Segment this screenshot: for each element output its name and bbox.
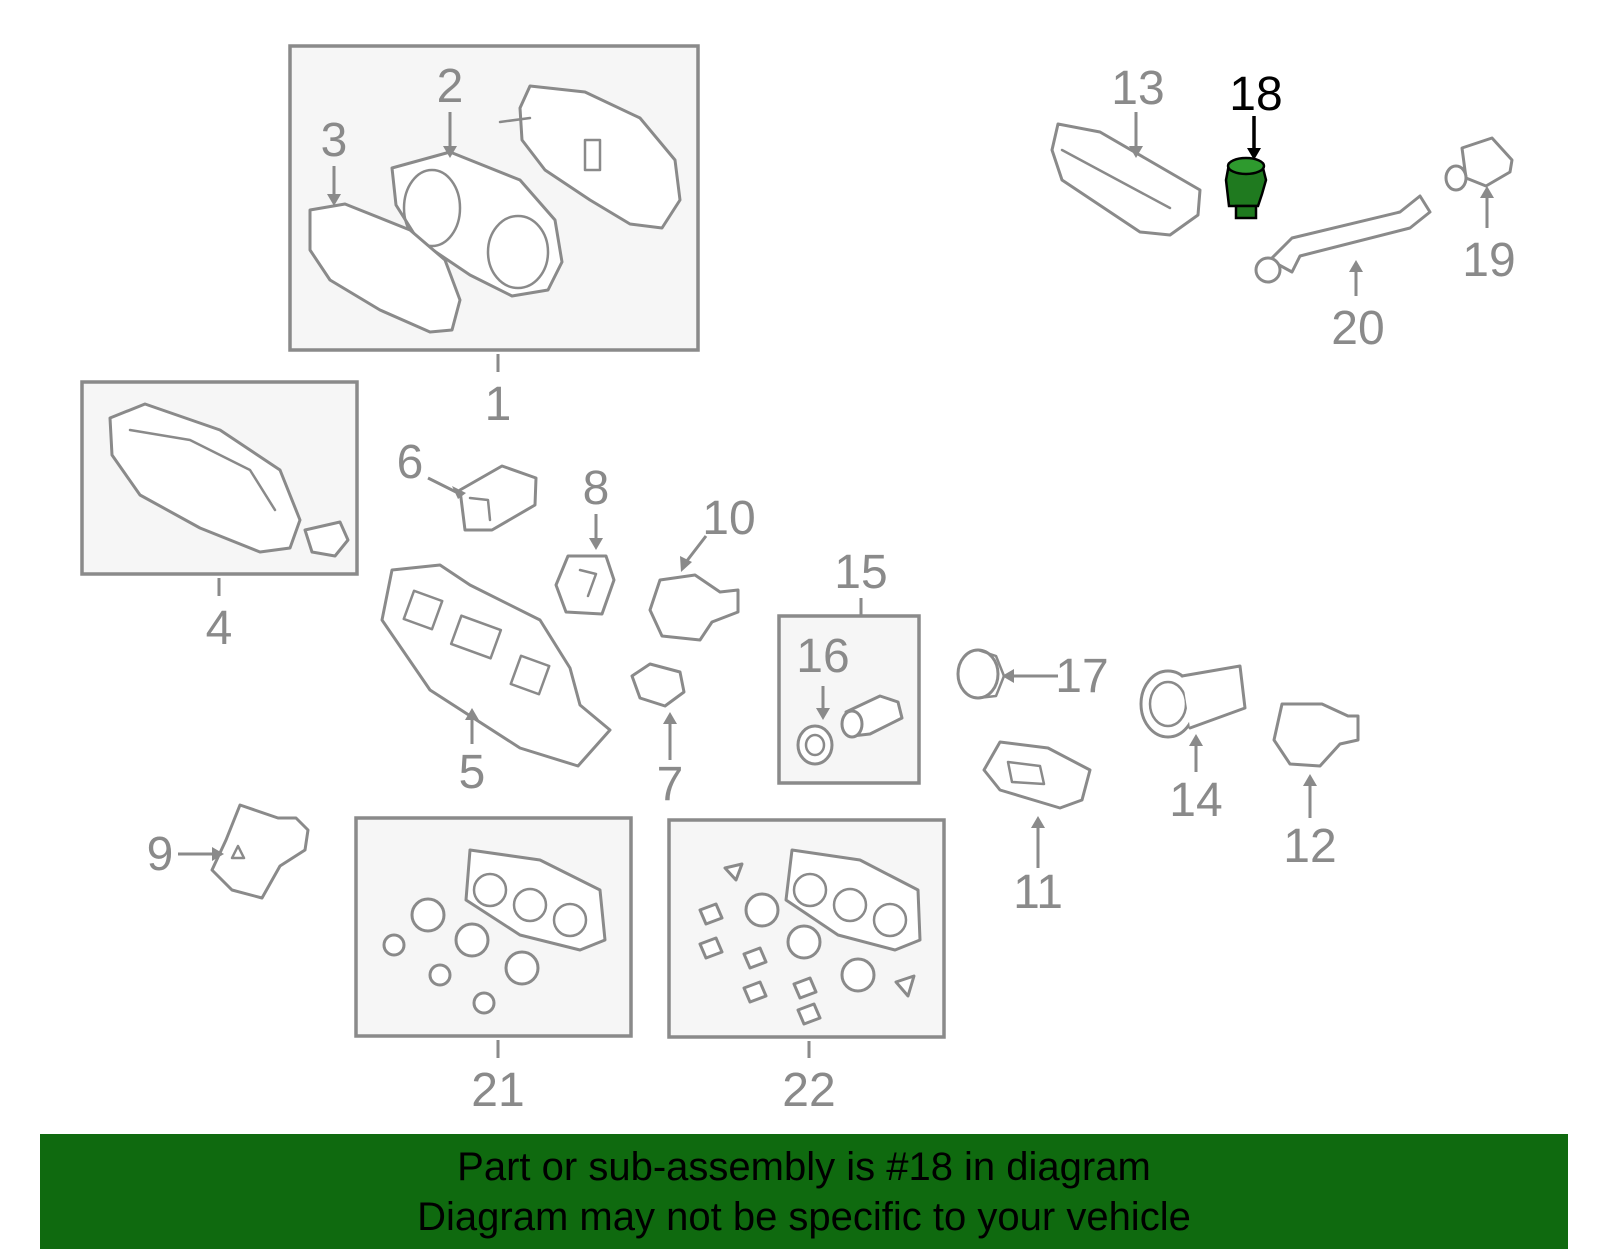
part-4-cluster-panel [108, 402, 350, 558]
callout-10: 10 [702, 492, 755, 545]
callout-4: 4 [206, 602, 233, 655]
part-12-switch [1272, 702, 1360, 768]
callout-16: 16 [796, 630, 849, 683]
callout-9: 9 [147, 828, 174, 881]
callout-12: 12 [1283, 820, 1336, 873]
callout-5: 5 [459, 746, 486, 799]
part-21-control-set [382, 848, 607, 1015]
part-15-lighter [840, 694, 904, 739]
part-17-ring [956, 648, 1006, 700]
part-6-switch [458, 464, 538, 532]
part-14-lighter [1139, 664, 1247, 739]
group-box-15 [777, 614, 921, 785]
callout-7: 7 [657, 758, 684, 811]
part-19-connector [1444, 136, 1514, 192]
part-3-lens [308, 202, 462, 334]
callout-20: 20 [1331, 302, 1384, 355]
part-8-switch [554, 554, 616, 616]
callout-21: 21 [471, 1064, 524, 1117]
banner-line-1: Part or sub-assembly is #18 in diagram [457, 1145, 1151, 1189]
callout-3: 3 [321, 114, 348, 167]
part-5-bezel [380, 563, 612, 768]
part-10-switch [648, 573, 740, 642]
callout-15: 15 [834, 546, 887, 599]
banner-line-2: Diagram may not be specific to your vehi… [417, 1195, 1191, 1239]
callout-11: 11 [1013, 866, 1063, 919]
callout-13: 13 [1111, 62, 1164, 115]
part-13-control-module [1050, 122, 1202, 237]
part-20-harness [1254, 194, 1432, 284]
callout-17: 17 [1055, 650, 1108, 703]
part-7-clip [630, 662, 686, 708]
callout-1: 1 [485, 378, 512, 431]
callout-8: 8 [583, 462, 610, 515]
leader-lines [178, 112, 1494, 1058]
part-cluster-housing [498, 84, 682, 230]
callout-19: 19 [1462, 234, 1515, 287]
callout-2: 2 [437, 60, 464, 113]
part-22-control-set [698, 848, 922, 1026]
part-9-switch [210, 803, 310, 900]
callout-numbers: 1 2 3 4 5 6 7 8 9 10 11 12 13 14 15 16 1… [147, 60, 1516, 1117]
part-16-bulb-socket [796, 724, 834, 766]
part-11-vent [982, 740, 1092, 810]
callout-18-highlighted: 18 [1229, 68, 1282, 121]
callout-6: 6 [397, 436, 424, 489]
part-notice-banner: Part or sub-assembly is #18 in diagram D… [40, 1134, 1568, 1249]
callout-14: 14 [1169, 774, 1222, 827]
part-2-cluster-mask [390, 150, 564, 298]
part-18-highlighted [1224, 156, 1268, 220]
callout-22: 22 [782, 1064, 835, 1117]
